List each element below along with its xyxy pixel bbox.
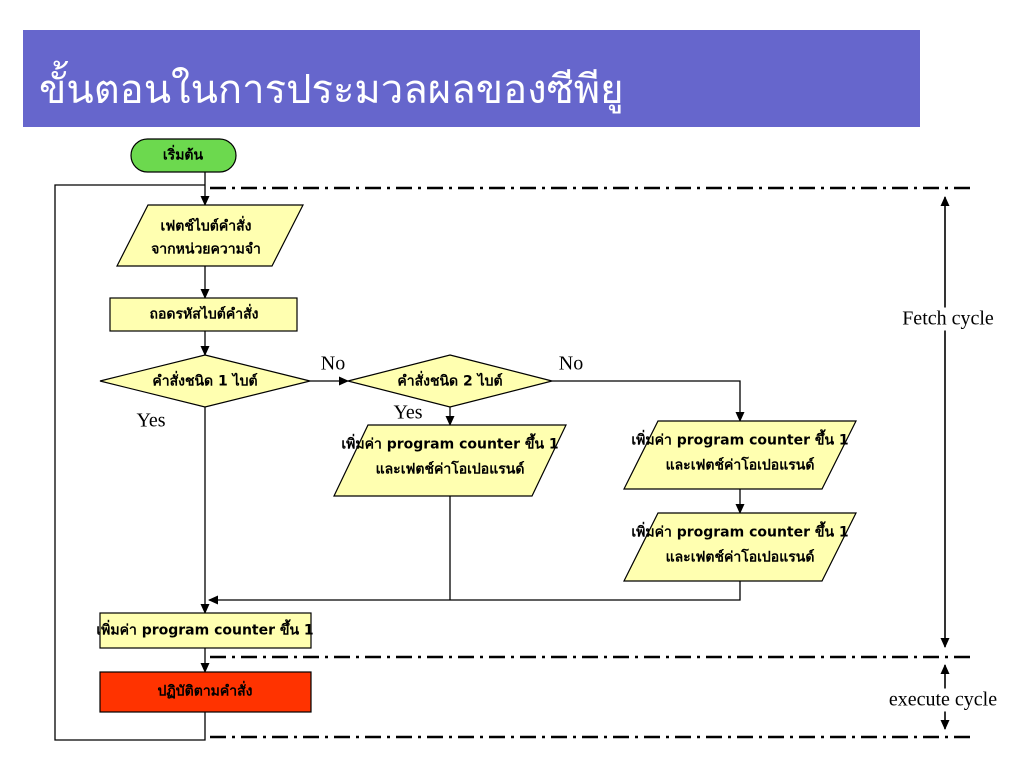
operand-right-top-line2: และเฟตช์ค่าโอเปอแรนด์ <box>665 457 815 474</box>
connector-loop-back <box>54 184 206 741</box>
increment-pc-shape <box>99 612 312 649</box>
no-label-1: No <box>320 352 346 375</box>
title-banner: ขั้นตอนในการประมวลผลของซีพียู <box>23 30 920 127</box>
fetch-cycle-label: Fetch cycle <box>897 307 999 331</box>
increment-pc-label: เพิ่มค่า program counter ขึ้น 1 <box>96 622 314 639</box>
decode-shape <box>109 297 298 332</box>
fetch-instruction-line2: จากหน่วยความจำ <box>151 241 261 258</box>
fetch-instruction-line1: เฟตช์ไบต์คำสั่ง <box>160 218 252 235</box>
connector-no-decision2-to-right-branch <box>552 380 745 422</box>
operand-right-top-shape <box>623 420 857 490</box>
operand-right-bottom-shape <box>623 512 857 582</box>
operand-right-bottom-line2: และเฟตช์ค่าโอเปอแรนด์ <box>665 549 815 566</box>
start-node-shape <box>130 138 237 173</box>
decode-label: ถอดรหัสไบต์คำสั่ง <box>149 306 259 323</box>
execute-cycle-label: execute cycle <box>883 688 1003 712</box>
no-label-2: No <box>558 352 584 375</box>
operand-mid-shape <box>333 424 567 497</box>
execute-shape <box>99 671 312 713</box>
operand-mid-line1: เพิ่มค่า program counter ขึ้น 1 <box>341 436 559 453</box>
operand-right-top-line1: เพิ่มค่า program counter ขึ้น 1 <box>631 432 849 449</box>
yes-label-1: Yes <box>136 409 166 432</box>
operand-mid-line2: และเฟตช์ค่าโอเปอแรนด์ <box>375 461 525 478</box>
start-label: เริ่มต้น <box>162 147 204 164</box>
yes-label-2: Yes <box>393 401 423 424</box>
decision-1byte-label: คำสั่งชนิด 1 ไบต์ <box>152 373 258 390</box>
fetch-instruction-shape <box>116 204 304 267</box>
page-title: ขั้นตอนในการประมวลผลของซีพียู <box>39 67 624 112</box>
connector-right-branch-to-merge <box>208 581 741 605</box>
execute-label: ปฏิบัติตามคำสั่ง <box>157 683 253 700</box>
operand-right-bottom-line1: เพิ่มค่า program counter ขึ้น 1 <box>631 524 849 541</box>
decision-1byte-shape <box>99 354 311 408</box>
decision-2byte-shape <box>347 354 553 408</box>
decision-2byte-label: คำสั่งชนิด 2 ไบต์ <box>397 373 503 390</box>
